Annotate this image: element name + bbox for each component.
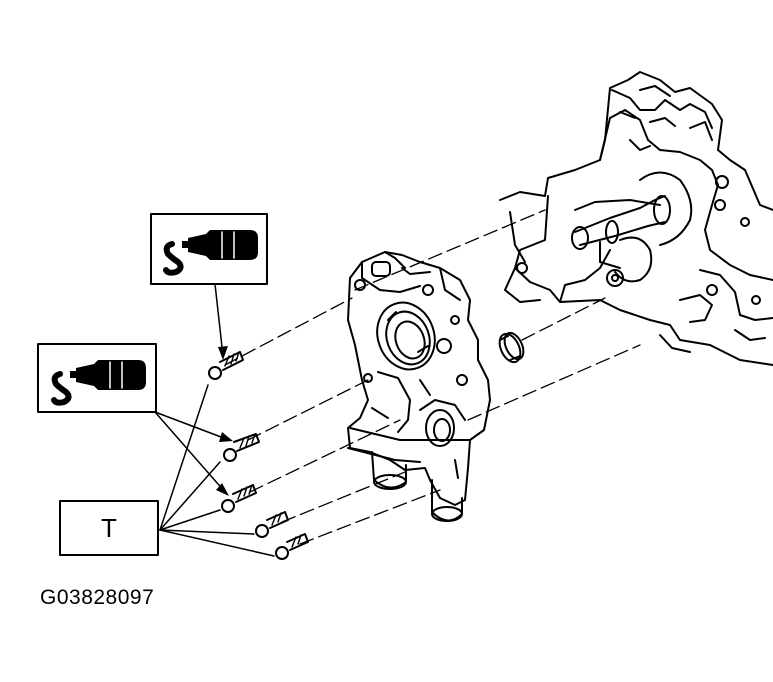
bolt-4 xyxy=(255,511,289,538)
torque-box xyxy=(59,500,159,556)
sealant-icon-box-middle xyxy=(37,343,157,413)
bolt-5 xyxy=(275,533,309,560)
oil-pump xyxy=(347,251,491,522)
torque-label: T xyxy=(101,512,117,543)
sealant-tube-icon xyxy=(51,360,146,406)
bolts xyxy=(208,351,309,560)
bolt-2 xyxy=(223,433,260,462)
o-ring xyxy=(498,331,525,364)
sealant-tube-icon xyxy=(163,230,258,276)
figure-id: G03828097 xyxy=(40,586,155,609)
leader-lines xyxy=(154,283,275,557)
engine-block xyxy=(499,71,773,366)
bolt-3 xyxy=(221,484,257,513)
bolt-1 xyxy=(208,351,244,380)
sealant-icon-box-top xyxy=(150,213,268,285)
